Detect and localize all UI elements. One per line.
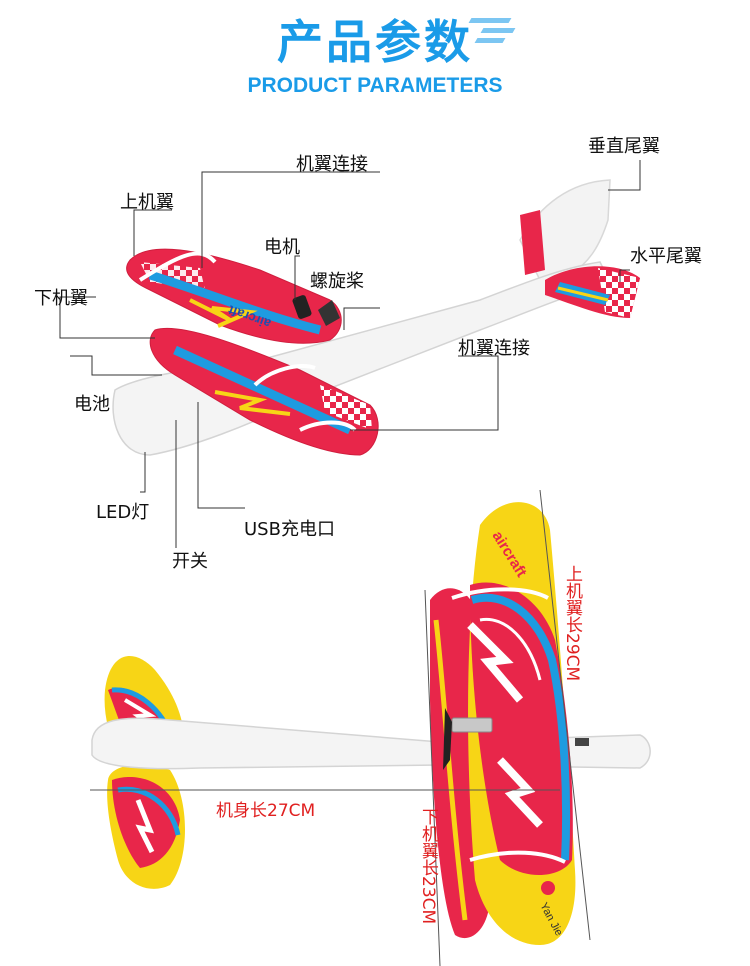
label-motor: 电机	[264, 237, 300, 258]
leader-lines	[59, 160, 641, 548]
propeller-icon	[318, 300, 340, 326]
page-title: 产品参数	[277, 15, 473, 69]
label-switch: 开关	[172, 551, 208, 572]
label-horizontal-tail: 水平尾翼	[630, 246, 702, 267]
horizontal-tail-checker	[598, 268, 640, 318]
motor-icon	[292, 295, 312, 319]
label-upper-wing: 上机翼	[120, 192, 174, 213]
label-body-length: 机身长27CM	[216, 801, 316, 821]
label-battery: 电池	[74, 394, 110, 415]
label-propeller: 螺旋桨	[310, 271, 364, 292]
bottom-propeller-icon	[443, 708, 452, 770]
label-usb-port: USB充电口	[244, 519, 335, 540]
page-subtitle: PRODUCT PARAMETERS	[247, 74, 503, 97]
label-lower-wing-length: 下机翼长23CM	[418, 808, 438, 925]
usb-port-icon	[575, 738, 589, 746]
label-wing-connect-top: 机翼连接	[296, 154, 368, 175]
bottom-airplane: aircraft Yan Jie	[91, 502, 651, 945]
tail-fin-red	[520, 210, 545, 275]
label-led: LED灯	[96, 502, 150, 523]
top-airplane: aircraft	[112, 179, 640, 456]
label-wing-connect-mid: 机翼连接	[458, 338, 530, 359]
label-vertical-tail: 垂直尾翼	[588, 136, 660, 157]
measurement-lines	[90, 489, 591, 966]
label-upper-wing-length: 上机翼长29CM	[562, 565, 582, 682]
label-lower-wing: 下机翼	[34, 288, 88, 309]
bottom-motor-icon	[451, 717, 493, 733]
